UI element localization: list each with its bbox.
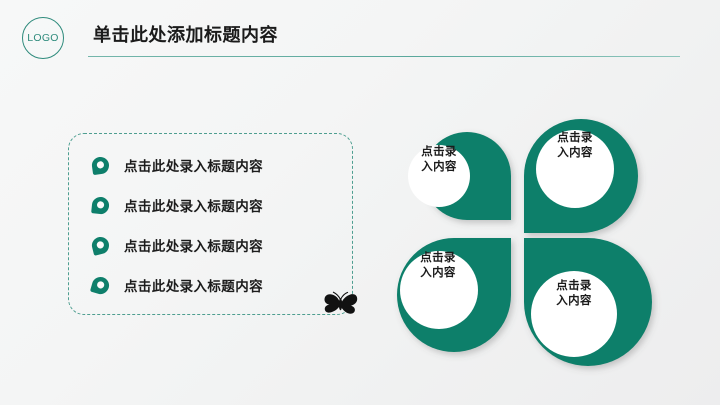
location-pin-icon bbox=[90, 276, 110, 295]
list-item[interactable]: 点击此处录入标题内容 bbox=[69, 145, 352, 185]
list-item-label: 点击此处录入标题内容 bbox=[124, 159, 263, 175]
location-pin-icon bbox=[91, 236, 110, 255]
bullet-panel: 点击此处录入标题内容 点击此处录入标题内容 bbox=[68, 133, 353, 315]
header-divider bbox=[88, 56, 680, 58]
bullet-list: 点击此处录入标题内容 点击此处录入标题内容 bbox=[69, 134, 352, 314]
list-item[interactable]: 点击此处录入标题内容 bbox=[69, 265, 352, 305]
logo-badge[interactable]: LOGO bbox=[22, 17, 64, 59]
list-item[interactable]: 点击此处录入标题内容 bbox=[69, 225, 352, 265]
page-title: 单击此处添加标题内容 bbox=[93, 25, 278, 46]
petal-bubble-bottom-right bbox=[531, 271, 617, 357]
list-item[interactable]: 点击此处录入标题内容 bbox=[69, 185, 352, 225]
logo-label: LOGO bbox=[27, 32, 59, 44]
clover-diagram: 点击录 入内容 点击录 入内容 点击录 入内容 点击录 入内容 bbox=[383, 92, 673, 374]
list-item-label: 点击此处录入标题内容 bbox=[124, 239, 263, 255]
petal-bubble-top-right bbox=[536, 130, 614, 208]
slide-header: LOGO 单击此处添加标题内容 bbox=[0, 0, 720, 70]
location-pin-icon bbox=[91, 156, 110, 175]
location-pin-icon bbox=[91, 196, 110, 215]
butterfly-icon bbox=[320, 288, 360, 322]
petal-bubble-top-left bbox=[408, 145, 470, 207]
list-item-label: 点击此处录入标题内容 bbox=[124, 199, 263, 215]
petal-bubble-bottom-left bbox=[400, 251, 478, 329]
list-item-label: 点击此处录入标题内容 bbox=[124, 279, 263, 295]
